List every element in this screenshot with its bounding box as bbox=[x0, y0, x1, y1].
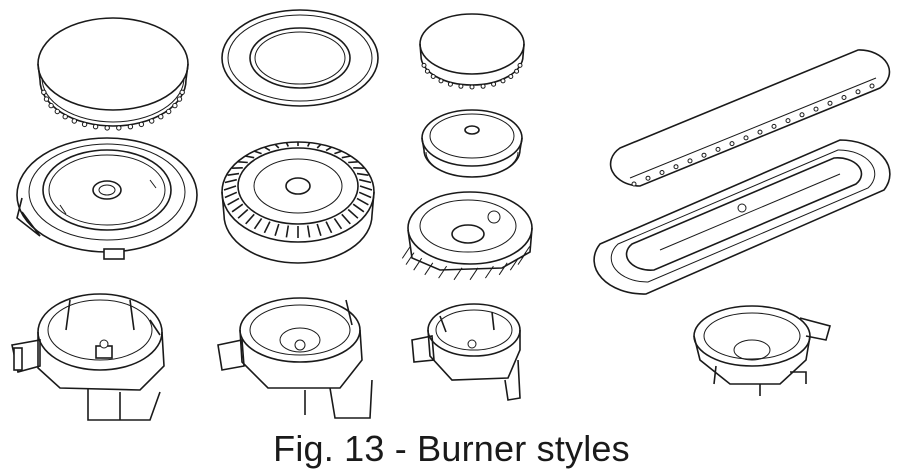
oval-burner-cap bbox=[609, 49, 891, 187]
oval-burner-crown bbox=[593, 139, 891, 295]
small-burner-crown bbox=[421, 109, 523, 178]
large-burner-cap bbox=[37, 17, 189, 131]
medium-burner-body bbox=[217, 297, 373, 419]
small-burner-cap bbox=[419, 13, 525, 90]
small-burner-body bbox=[411, 303, 521, 401]
medium-burner-finned-crown bbox=[221, 141, 375, 264]
figure-caption: Fig. 13 - Burner styles bbox=[273, 428, 630, 469]
small-burner-spiral-crown bbox=[401, 191, 533, 281]
oval-burner-body bbox=[693, 305, 831, 396]
large-burner-crown bbox=[16, 137, 198, 260]
burner-illustration bbox=[11, 9, 891, 421]
large-burner-body bbox=[11, 293, 165, 421]
medium-burner-cap-ring bbox=[221, 9, 379, 107]
